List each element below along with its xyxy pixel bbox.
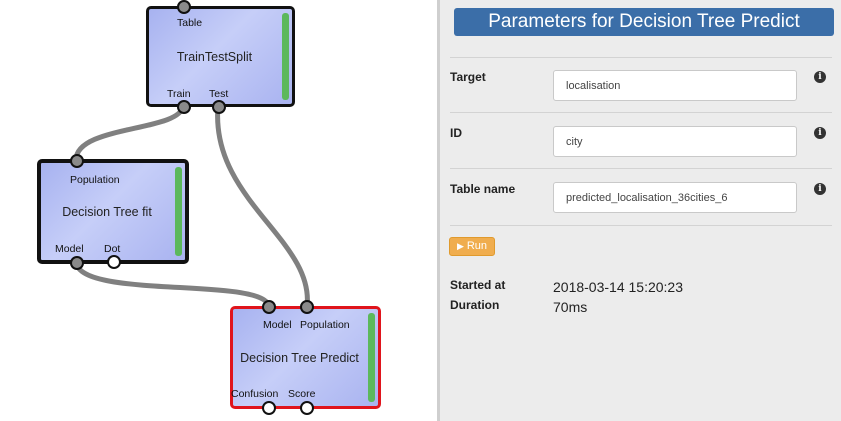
field-label-table-name: Table name	[450, 182, 516, 196]
status-bar	[282, 13, 289, 100]
port-label-population: Population	[300, 319, 350, 331]
started-at-value: 2018-03-14 15:20:23	[553, 279, 683, 295]
port-train[interactable]	[177, 100, 191, 114]
status-bar	[175, 167, 182, 256]
port-dot[interactable]	[107, 255, 121, 269]
port-population[interactable]	[70, 154, 84, 168]
node-title: Decision Tree Predict	[240, 350, 359, 365]
port-label-population: Population	[70, 174, 120, 186]
node-title: TrainTestSplit	[176, 49, 253, 64]
run-label: Run	[466, 240, 488, 252]
node-decision-tree-predict[interactable]: Decision Tree Predict	[230, 306, 381, 409]
target-input[interactable]	[553, 70, 797, 101]
info-icon[interactable]: i	[814, 183, 826, 195]
port-label-dot: Dot	[104, 243, 121, 255]
separator	[450, 225, 832, 226]
port-label-test: Test	[209, 88, 229, 100]
separator	[450, 57, 832, 58]
port-test[interactable]	[212, 100, 226, 114]
wire-test-to-population[interactable]	[215, 103, 310, 310]
duration-value: 70ms	[553, 299, 588, 315]
port-population-input[interactable]	[300, 300, 314, 314]
port-label-model: Model	[55, 243, 84, 255]
wire-train-to-population[interactable]	[73, 103, 186, 163]
port-label-model: Model	[263, 319, 292, 331]
run-button[interactable]: ▶Run	[449, 237, 495, 256]
wire-model-to-model[interactable]	[73, 259, 272, 310]
duration-label: Duration	[450, 298, 500, 312]
node-title: Decision Tree fit	[62, 204, 152, 219]
started-at-label: Started at	[450, 278, 506, 292]
status-bar	[368, 313, 375, 402]
table-name-input[interactable]	[553, 182, 797, 213]
node-train-test-split[interactable]: TrainTestSplit	[146, 6, 295, 107]
id-input[interactable]	[553, 126, 797, 157]
port-table[interactable]	[177, 0, 191, 14]
info-icon[interactable]: i	[814, 127, 826, 139]
separator	[450, 168, 832, 169]
port-label-train: Train	[167, 88, 191, 100]
play-icon: ▶	[456, 241, 464, 251]
port-label-score: Score	[288, 388, 316, 400]
port-label-table: Table	[177, 17, 203, 29]
port-model-input[interactable]	[262, 300, 276, 314]
parameters-panel: Parameters for Decision Tree Predict Tar…	[440, 0, 841, 421]
info-icon[interactable]: i	[814, 71, 826, 83]
port-confusion[interactable]	[262, 401, 276, 415]
panel-title: Parameters for Decision Tree Predict	[454, 8, 834, 36]
connection-wires	[73, 103, 310, 310]
port-model[interactable]	[70, 256, 84, 270]
port-score[interactable]	[300, 401, 314, 415]
port-label-confusion: Confusion	[231, 388, 279, 400]
field-label-id: ID	[450, 126, 462, 140]
node-decision-tree-fit[interactable]: Decision Tree fit	[37, 159, 189, 264]
field-label-target: Target	[450, 70, 486, 84]
panel-divider[interactable]	[437, 0, 440, 421]
separator	[450, 112, 832, 113]
workflow-canvas[interactable]: TrainTestSplit Table Train Test Decision…	[0, 0, 437, 421]
